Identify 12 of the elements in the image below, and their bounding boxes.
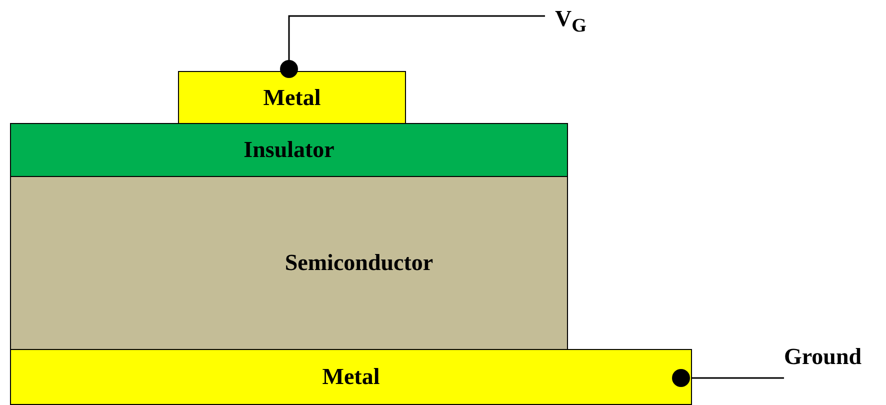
insulator-layer	[10, 123, 568, 177]
terminal-label: Ground	[784, 344, 862, 369]
terminal-label: V$_{G}$	[555, 6, 587, 31]
metal-layer	[178, 71, 406, 124]
layer-label: Metal	[263, 84, 321, 110]
wire	[672, 369, 784, 387]
layer-label: Metal	[322, 364, 380, 390]
semiconductor-layer	[10, 176, 568, 350]
layer-label: Semiconductor	[284, 250, 434, 276]
layer-label: Insulator	[244, 137, 334, 163]
metal-layer	[10, 349, 692, 405]
wire	[280, 15, 545, 78]
